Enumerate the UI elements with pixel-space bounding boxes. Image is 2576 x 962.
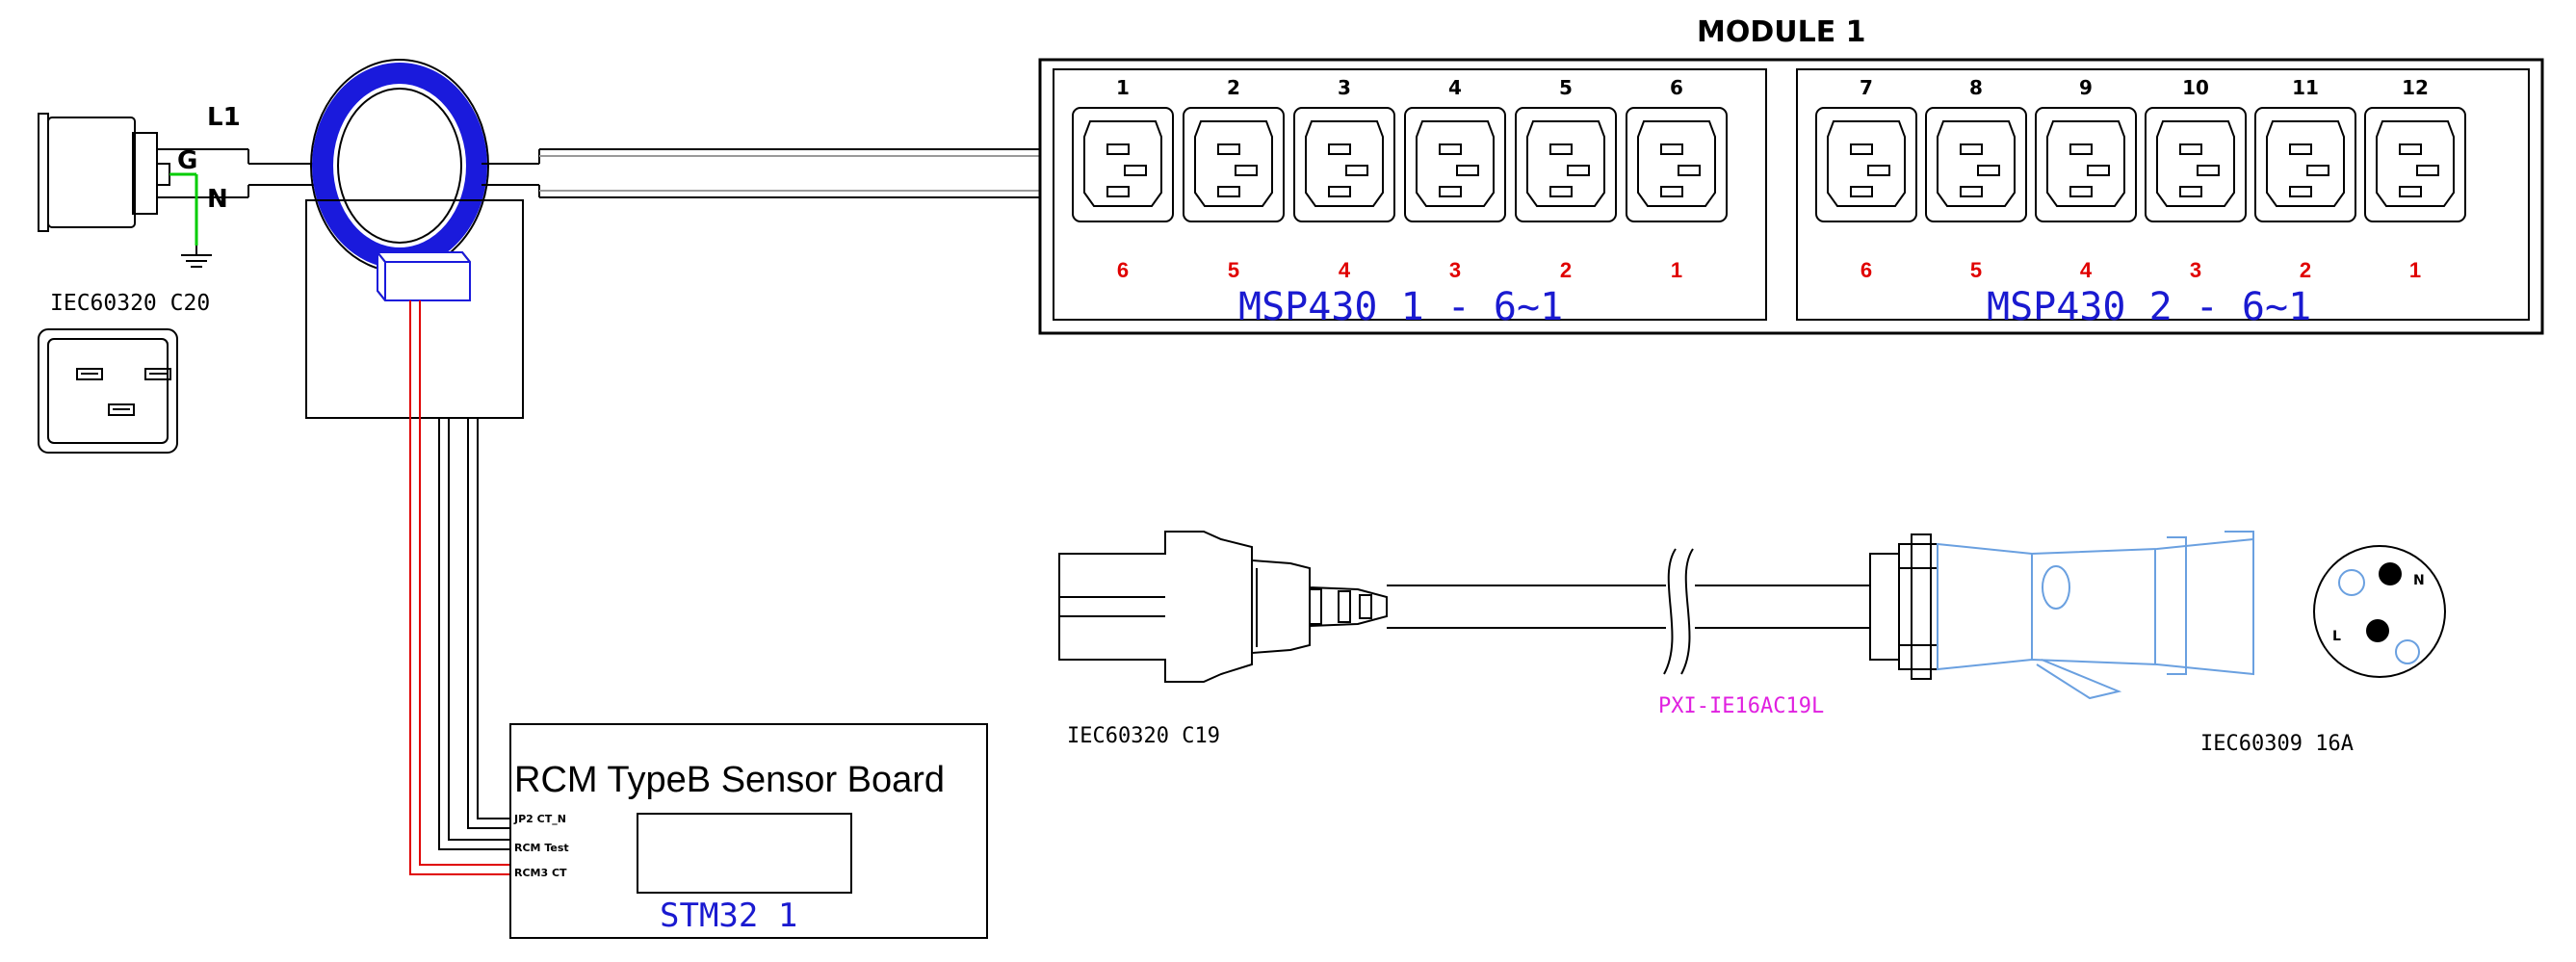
- outlet-number: 9: [2079, 76, 2093, 99]
- outlet-number: 3: [1338, 76, 1351, 99]
- c19-label: IEC60320 C19: [1067, 724, 1220, 748]
- stm32-label: STM32 1: [660, 897, 797, 935]
- channel-number: 1: [1671, 258, 1682, 282]
- bank2-label: MSP430 2 - 6~1: [1987, 285, 2311, 329]
- channel-number: 2: [1560, 258, 1572, 282]
- outlet-number: 11: [2292, 76, 2319, 99]
- outlet-number: 6: [1670, 76, 1683, 99]
- sensor-board: [509, 723, 988, 939]
- module-title: MODULE 1: [1697, 15, 1866, 49]
- c13-outlet-icon: [1815, 107, 1917, 222]
- bank2-outlets: 7 6 8 5 9 4 10 3 11 2 12 1: [1815, 76, 2466, 282]
- channel-number: 3: [1449, 258, 1461, 282]
- iec60309-plug-icon: [1937, 531, 2254, 700]
- pin-rcm3-ct: RCM3 CT: [514, 867, 567, 879]
- outlet-number: 8: [1969, 76, 1983, 99]
- channel-number: 4: [2080, 258, 2093, 282]
- c13-outlet-icon: [1404, 107, 1506, 222]
- c13-outlet-icon: [1072, 107, 1174, 222]
- bank1-label: MSP430 1 - 6~1: [1238, 285, 1563, 329]
- g-label: G: [177, 146, 197, 175]
- c13-outlet-icon: [1925, 107, 2027, 222]
- n-label: N: [207, 185, 228, 214]
- c13-outlet-icon: [2145, 107, 2247, 222]
- svg-text:N: N: [2413, 573, 2425, 588]
- c13-outlet-icon: [1626, 107, 1728, 222]
- part-label: PXI-IE16AC19L: [1658, 694, 1824, 718]
- channel-number: 2: [2300, 258, 2311, 282]
- bank1-outlets: 1 6 2 5 3 4 4 3 5 2 6 1: [1072, 76, 1728, 282]
- c19-connector-icon: [1058, 531, 1388, 683]
- c13-outlet-icon: [2364, 107, 2466, 222]
- outlet-number: 5: [1559, 76, 1573, 99]
- outlet-number: 2: [1227, 76, 1240, 99]
- plug-label: IEC60309 16A: [2200, 732, 2354, 756]
- outlet-number: 10: [2182, 76, 2209, 99]
- channel-number: 4: [1339, 258, 1351, 282]
- channel-number: 5: [1228, 258, 1239, 282]
- plug-collar: [1869, 533, 1939, 680]
- ground-symbol-icon: [181, 246, 212, 268]
- outlet-number: 12: [2402, 76, 2429, 99]
- power-cable: [1387, 548, 1870, 675]
- sensor-board-title: RCM TypeB Sensor Board: [514, 760, 945, 800]
- l1-label: L1: [207, 103, 241, 132]
- c13-outlet-icon: [2035, 107, 2137, 222]
- c20-face-icon: [38, 328, 178, 454]
- svg-text:L: L: [2332, 629, 2341, 644]
- outlet-number: 1: [1116, 76, 1130, 99]
- ground-wire: [169, 172, 198, 246]
- ct-core-icon: [310, 59, 489, 273]
- module-enclosure: [1038, 58, 2544, 335]
- line-conductors-inner: [539, 155, 1040, 192]
- plug-face-icon: N L: [2313, 545, 2446, 678]
- channel-number: 5: [1970, 258, 1982, 282]
- channel-number: 3: [2190, 258, 2201, 282]
- signal-wires: [409, 300, 510, 875]
- pin-jp2: JP2 CT_N: [513, 813, 566, 825]
- channel-number: 6: [1117, 258, 1129, 282]
- channel-number: 6: [1860, 258, 1872, 282]
- outlet-number: 7: [1860, 76, 1873, 99]
- pin-rcm-test: RCM Test: [514, 842, 569, 854]
- c13-outlet-icon: [2254, 107, 2356, 222]
- outlet-number: 4: [1448, 76, 1462, 99]
- bank2-frame: [1796, 68, 2530, 321]
- c20-label: IEC60320 C20: [50, 291, 210, 316]
- c13-outlet-icon: [1515, 107, 1617, 222]
- channel-number: 1: [2409, 258, 2421, 282]
- line-conductors: [247, 149, 318, 197]
- stm32-chip: [637, 813, 852, 894]
- ct-sensor-icon: [377, 251, 471, 301]
- bank1-frame: [1053, 68, 1767, 321]
- c13-outlet-icon: [1183, 107, 1285, 222]
- c13-outlet-icon: [1293, 107, 1395, 222]
